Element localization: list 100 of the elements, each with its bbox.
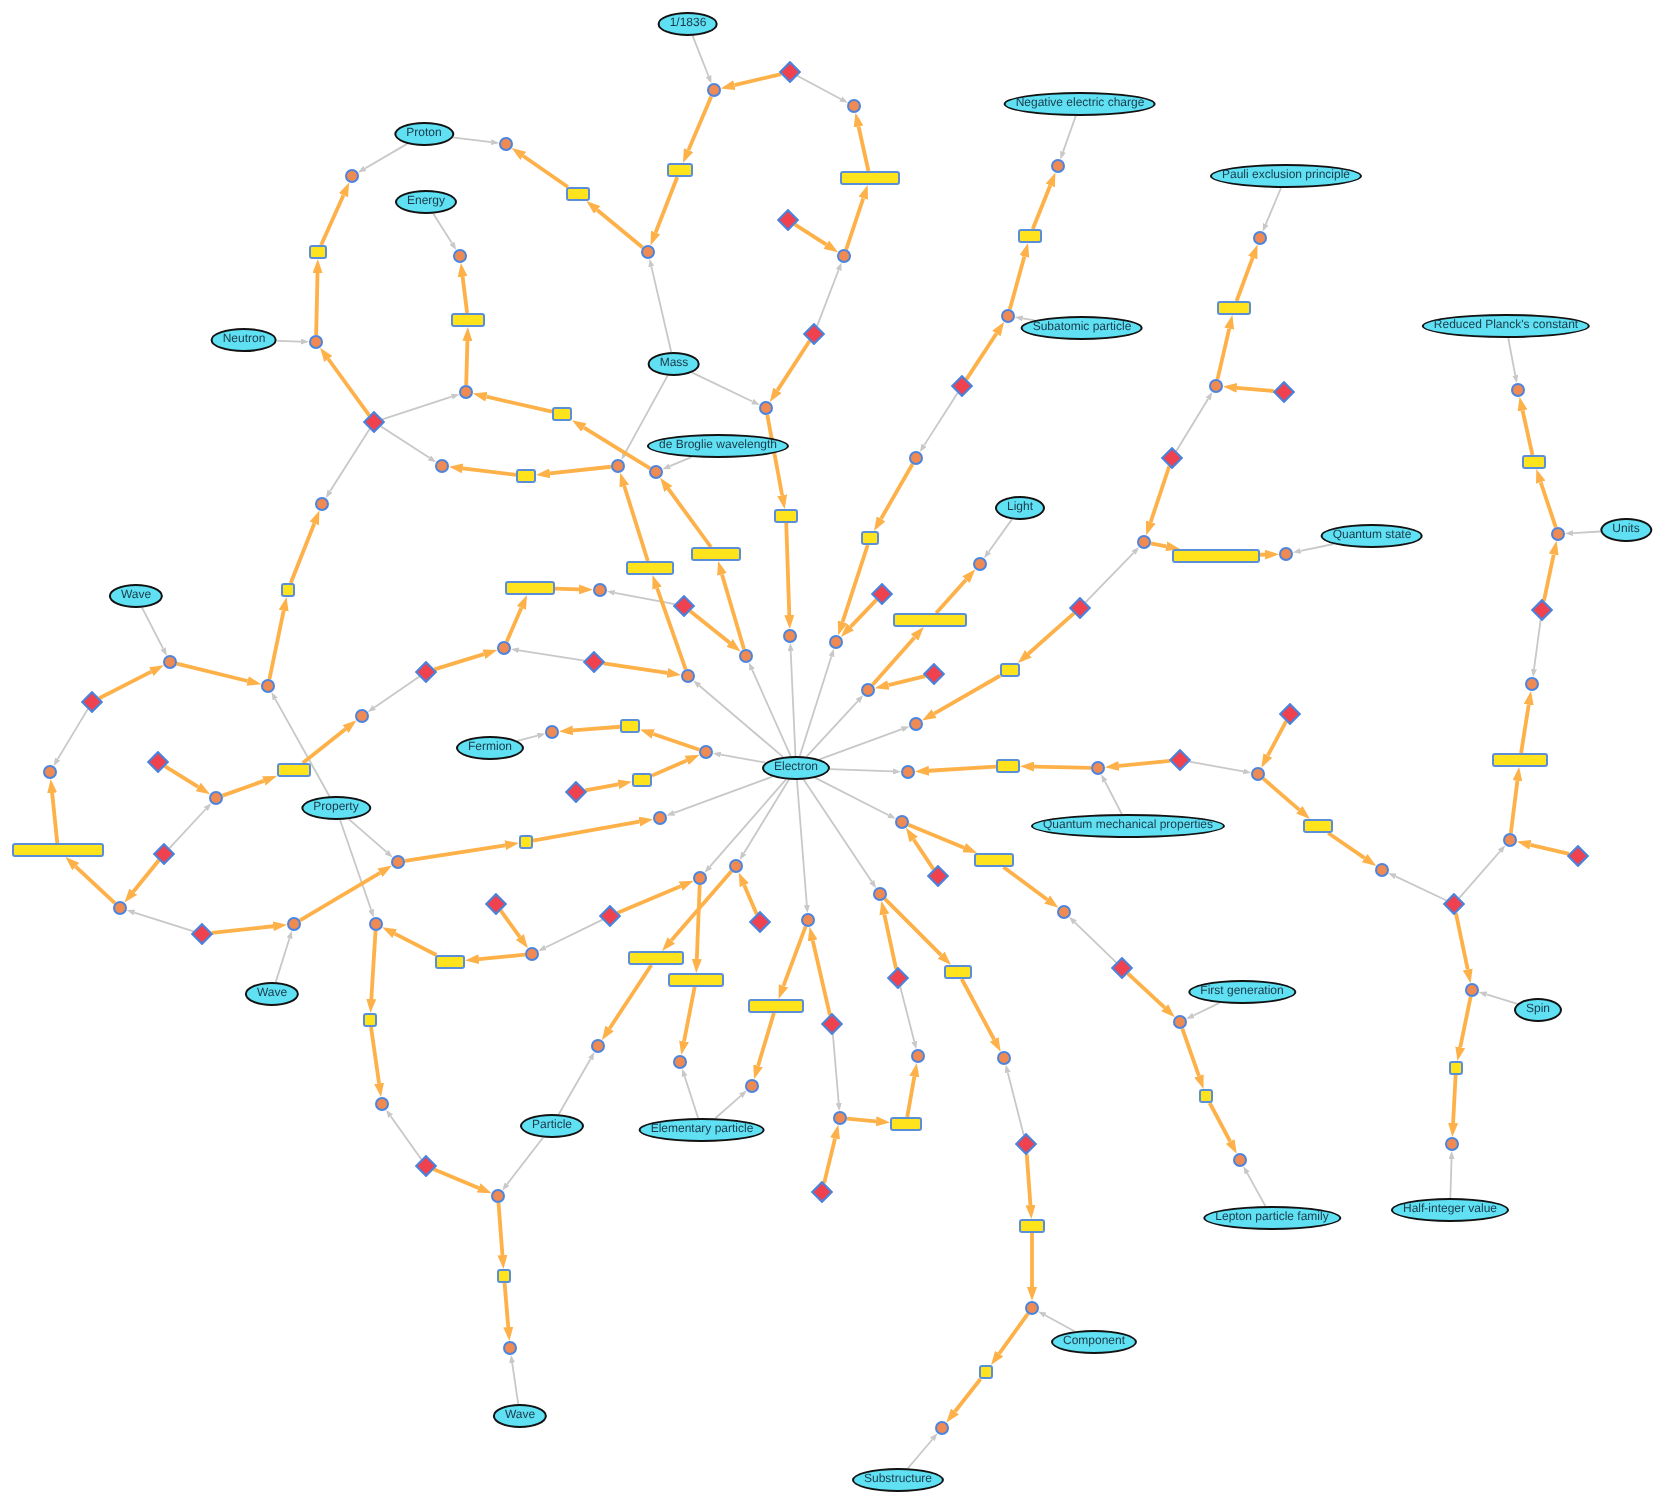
arrow: [1516, 839, 1570, 856]
arrow: [1060, 115, 1077, 160]
arrow: [1002, 865, 1059, 908]
arrow: [448, 463, 517, 477]
bar-node: [516, 469, 536, 483]
bar-node: [435, 955, 465, 969]
arrow: [662, 870, 733, 951]
arrow: [660, 477, 713, 549]
circle-node: [1525, 677, 1539, 691]
diamond-node: [1015, 1133, 1037, 1155]
arrow: [1014, 315, 1036, 322]
arrow: [814, 776, 896, 819]
bar-node: [626, 561, 674, 575]
diamond-node: [923, 663, 945, 685]
arrow: [320, 347, 371, 417]
arrow: [651, 754, 700, 778]
arrow: [586, 201, 644, 249]
arrow: [907, 822, 978, 853]
arrow: [1038, 1311, 1076, 1333]
bar-node: [281, 583, 295, 597]
circle-node: [525, 947, 539, 961]
arrow: [510, 647, 586, 662]
arrow: [1126, 971, 1175, 1018]
arrow: [662, 456, 693, 470]
arrow: [601, 963, 653, 1041]
bar-node: [309, 245, 327, 259]
arrow: [964, 321, 1005, 381]
bar-node: [1172, 549, 1260, 563]
arrow: [1027, 1233, 1037, 1301]
circle-node: [1173, 1015, 1187, 1029]
arrow: [714, 1090, 747, 1120]
arrow: [319, 182, 350, 246]
circle-node: [345, 169, 359, 183]
circle-node: [745, 1079, 759, 1093]
arrow: [1454, 912, 1473, 984]
arrow: [472, 391, 553, 414]
bar-node: [628, 951, 684, 965]
arrow: [1458, 845, 1506, 900]
arrow: [681, 1068, 699, 1119]
circle-node: [497, 641, 511, 655]
arrow: [1188, 760, 1252, 775]
diamond-node: [191, 923, 213, 945]
arrow: [915, 764, 997, 776]
arrow: [289, 510, 320, 584]
arrow: [603, 661, 682, 678]
circle-node: [997, 1051, 1011, 1065]
bar-node: [840, 171, 900, 185]
arrow: [606, 589, 676, 606]
arrow: [739, 778, 790, 860]
arrow: [748, 662, 792, 758]
concept-ellipse: [1514, 998, 1562, 1022]
arrow: [379, 425, 437, 463]
arrow: [1008, 243, 1030, 310]
arrow: [717, 561, 746, 650]
arrow: [221, 776, 277, 798]
arrow: [274, 930, 293, 983]
circle-node: [261, 679, 275, 693]
arrow: [1327, 831, 1377, 867]
arrow: [753, 1012, 776, 1080]
arrow: [787, 643, 797, 757]
arrow: [769, 339, 812, 403]
arrow: [1262, 777, 1310, 819]
concept-ellipse: [647, 352, 701, 376]
arrow: [1208, 1102, 1237, 1154]
arrow: [919, 391, 959, 453]
arrow: [126, 909, 195, 933]
bar-node: [944, 965, 972, 979]
circle-node: [973, 557, 987, 571]
arrow: [271, 692, 331, 798]
arrow: [648, 258, 673, 353]
arrow: [805, 695, 864, 758]
arrow: [1024, 1154, 1036, 1219]
arrow: [433, 1167, 492, 1194]
circle-node: [707, 83, 721, 97]
bar-node: [451, 313, 485, 327]
circle-node: [935, 1421, 949, 1435]
concept-ellipse: [395, 190, 457, 214]
circle-node: [1091, 761, 1105, 775]
concept-ellipse: [108, 584, 164, 608]
circle-node: [1465, 983, 1479, 997]
circle-node: [1551, 527, 1565, 541]
concept-ellipse: [394, 122, 454, 146]
diamond-node: [1161, 447, 1183, 469]
arrow: [650, 176, 680, 246]
arrow: [874, 463, 915, 531]
bar-node: [691, 547, 741, 561]
circle-node: [833, 1111, 847, 1125]
arrow: [617, 880, 694, 915]
arrow: [505, 595, 527, 643]
arrow: [554, 584, 593, 595]
arrow: [883, 897, 951, 965]
bar-node: [1303, 819, 1333, 833]
diamond-node: [583, 651, 605, 673]
circle-node: [503, 1341, 517, 1355]
diamond-node: [565, 781, 587, 803]
diamond-node: [1567, 845, 1589, 867]
bar-node: [1000, 663, 1020, 677]
bar-node: [1018, 229, 1042, 243]
diamond-node: [927, 865, 949, 887]
arrow: [840, 598, 878, 637]
